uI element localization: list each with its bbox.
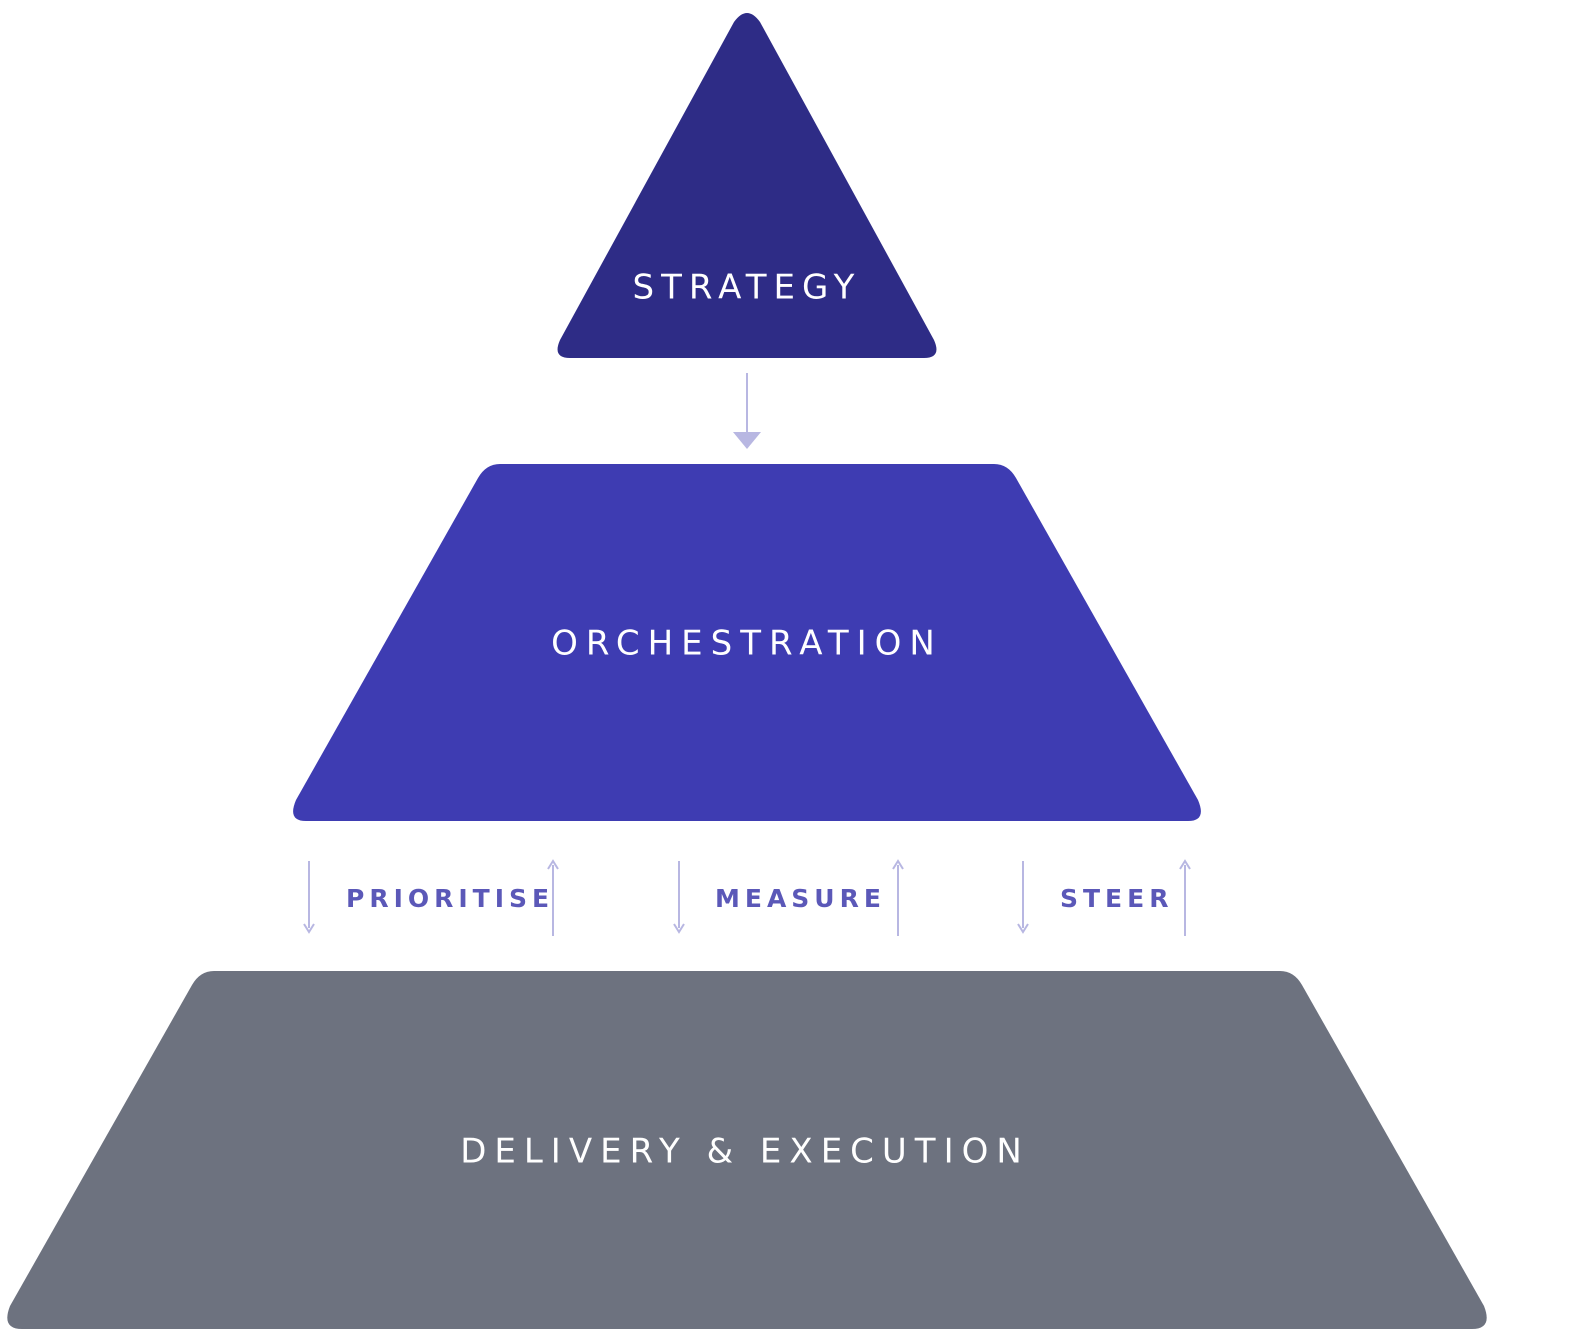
- strategy-label: STRATEGY: [633, 268, 862, 308]
- strategy-shape: [557, 13, 937, 358]
- delivery-shape: [7, 971, 1487, 1329]
- strategy-tier: STRATEGY: [557, 13, 937, 358]
- arrow-up-icon: [892, 859, 904, 936]
- feedback-item-steer: STEER: [1017, 859, 1191, 936]
- feedback-label: PRIORITISE: [346, 884, 554, 913]
- delivery-tier: DELIVERY & EXECUTION: [7, 971, 1487, 1329]
- feedback-label: MEASURE: [715, 884, 886, 913]
- feedback-row: PRIORITISE MEASURE STEER: [303, 859, 1191, 936]
- arrow-down-icon: [1017, 861, 1029, 934]
- arrow-down-icon: [733, 373, 761, 449]
- orchestration-tier: ORCHESTRATION: [293, 464, 1201, 821]
- arrow-down-icon: [303, 861, 315, 934]
- orchestration-label: ORCHESTRATION: [551, 624, 943, 664]
- delivery-label: DELIVERY & EXECUTION: [460, 1132, 1030, 1172]
- feedback-item-measure: MEASURE: [673, 859, 904, 936]
- arrow-up-icon: [1179, 859, 1191, 936]
- arrow-up-icon: [547, 859, 559, 936]
- feedback-item-prioritise: PRIORITISE: [303, 859, 559, 936]
- arrow-down-icon: [673, 861, 685, 934]
- feedback-label: STEER: [1060, 884, 1173, 913]
- orchestration-shape: [293, 464, 1201, 821]
